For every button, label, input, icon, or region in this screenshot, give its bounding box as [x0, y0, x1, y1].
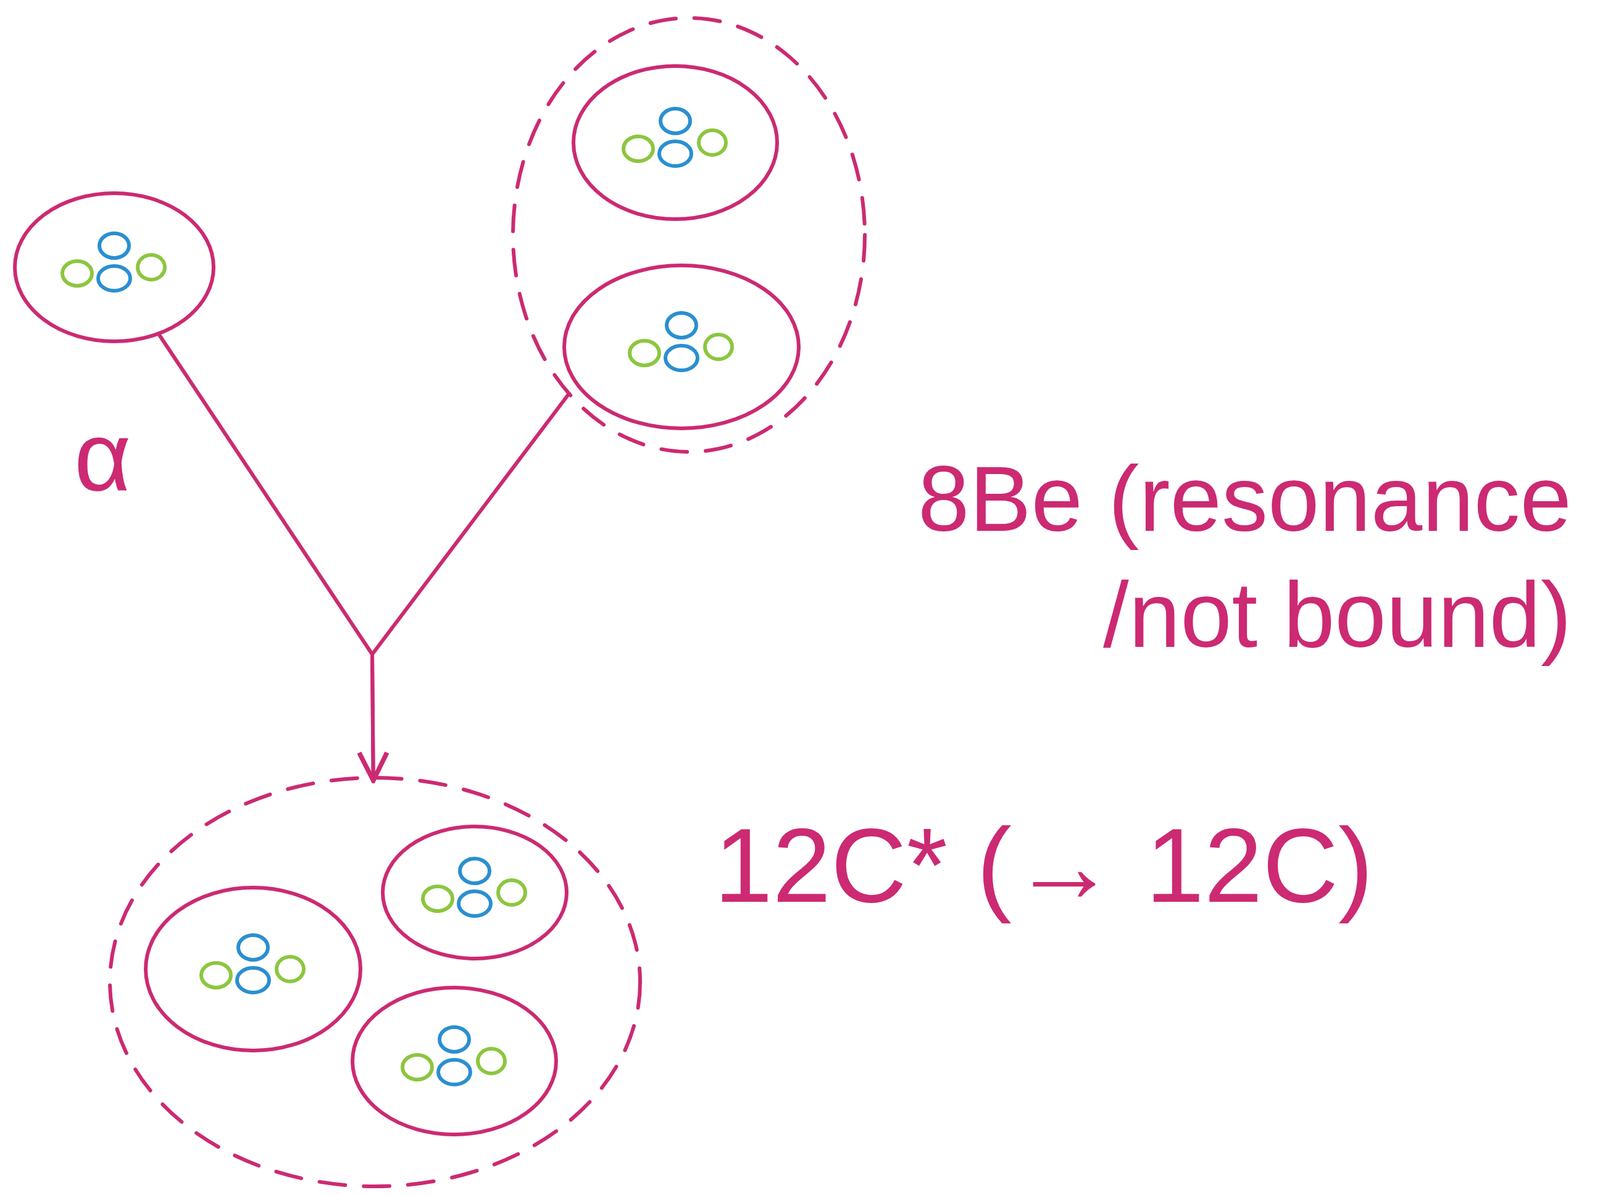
neutron — [98, 266, 131, 291]
neutron — [438, 1059, 471, 1085]
particle-label: α — [74, 394, 132, 518]
neutron — [665, 345, 698, 371]
alpha-circle — [573, 66, 778, 220]
proton — [498, 880, 526, 905]
nucleus-label: 12C* (→ 12C) — [714, 800, 1374, 932]
neutron — [238, 935, 268, 960]
neutron — [659, 141, 692, 167]
alpha-particle: α — [12, 190, 217, 344]
alpha-outline — [14, 193, 214, 342]
carbon-cluster: 12C* (→ 12C) — [107, 775, 643, 1189]
proton — [137, 254, 165, 280]
protons — [62, 130, 733, 1080]
alpha-outlines — [145, 66, 799, 1135]
neutrons — [98, 108, 698, 1085]
neutron — [666, 312, 697, 338]
alpha-circle — [564, 265, 799, 429]
node-outline — [107, 775, 643, 1189]
proton — [477, 1048, 505, 1074]
alpha-circle — [352, 987, 557, 1135]
neutron — [459, 858, 490, 884]
alpha-circle — [145, 887, 361, 1051]
beryllium-cluster: 8Be (resonance /not bound) — [510, 15, 868, 455]
proton — [276, 956, 304, 982]
node-outline — [510, 15, 868, 455]
reaction-arrow — [372, 393, 570, 778]
nucleus-label: 8Be (resonance /not bound) — [790, 441, 1572, 673]
proton — [62, 261, 92, 286]
reaction-arrow — [158, 333, 374, 778]
dashed-outline — [109, 777, 641, 1187]
proton — [402, 1054, 433, 1080]
neutron — [99, 233, 130, 259]
neutron — [458, 891, 491, 917]
proton — [201, 962, 231, 988]
neutron — [237, 967, 270, 993]
alpha-circle — [382, 826, 567, 959]
neutron — [439, 1027, 470, 1052]
proton — [422, 886, 453, 912]
proton — [629, 340, 660, 366]
proton — [704, 334, 733, 360]
node-outline — [12, 190, 217, 344]
neutron — [660, 108, 691, 134]
proton — [698, 130, 726, 155]
dashed-outline — [512, 17, 865, 452]
proton — [623, 136, 654, 162]
